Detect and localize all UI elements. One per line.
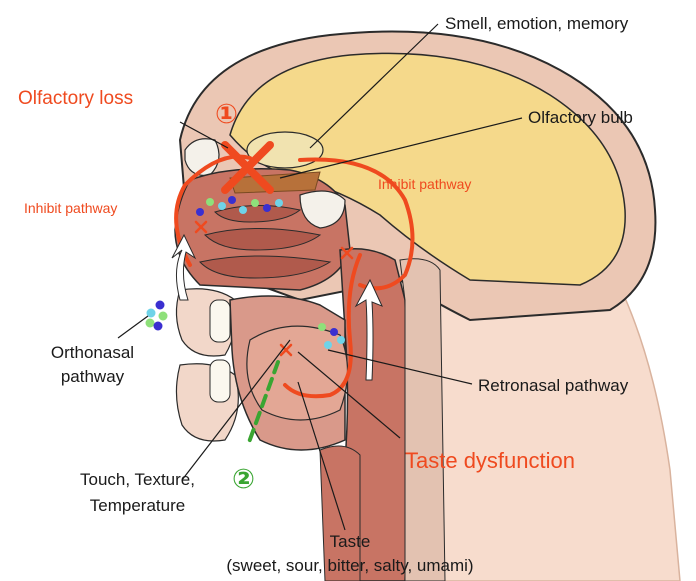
orthonasal-line2: pathway xyxy=(40,367,145,387)
taste-label: Taste (sweet, sour, bitter, salty, umami… xyxy=(140,532,560,576)
smell-emotion-memory-label: Smell, emotion, memory xyxy=(445,14,628,34)
olfactory-bulb-label: Olfactory bulb xyxy=(528,108,633,128)
touch-texture-temperature-label: Touch, Texture, Temperature xyxy=(50,470,225,516)
orthonasal-line1: Orthonasal xyxy=(40,343,145,363)
marker-1: ① xyxy=(215,101,238,128)
marker-2: ② xyxy=(232,466,255,493)
lower-tooth xyxy=(210,360,230,402)
molecule-dots-icon-nostril xyxy=(146,301,168,331)
taste-line1: Taste xyxy=(140,532,560,552)
taste-line2: (sweet, sour, bitter, salty, umami) xyxy=(140,556,560,576)
inhibit-pathway-left-label: Inhibit pathway xyxy=(24,200,117,216)
upper-tooth xyxy=(210,300,230,342)
olfactory-bulb xyxy=(247,132,323,168)
touch-line1: Touch, Texture, xyxy=(50,470,225,490)
inhibit-pathway-right-label: Inhibit pathway xyxy=(378,176,471,192)
olfactory-loss-label: Olfactory loss xyxy=(18,88,133,110)
retronasal-pathway-label: Retronasal pathway xyxy=(478,376,628,396)
orthonasal-pathway-label: Orthonasal pathway xyxy=(40,343,145,387)
taste-dysfunction-label: Taste dysfunction xyxy=(405,448,575,474)
touch-line2: Temperature xyxy=(50,496,225,516)
